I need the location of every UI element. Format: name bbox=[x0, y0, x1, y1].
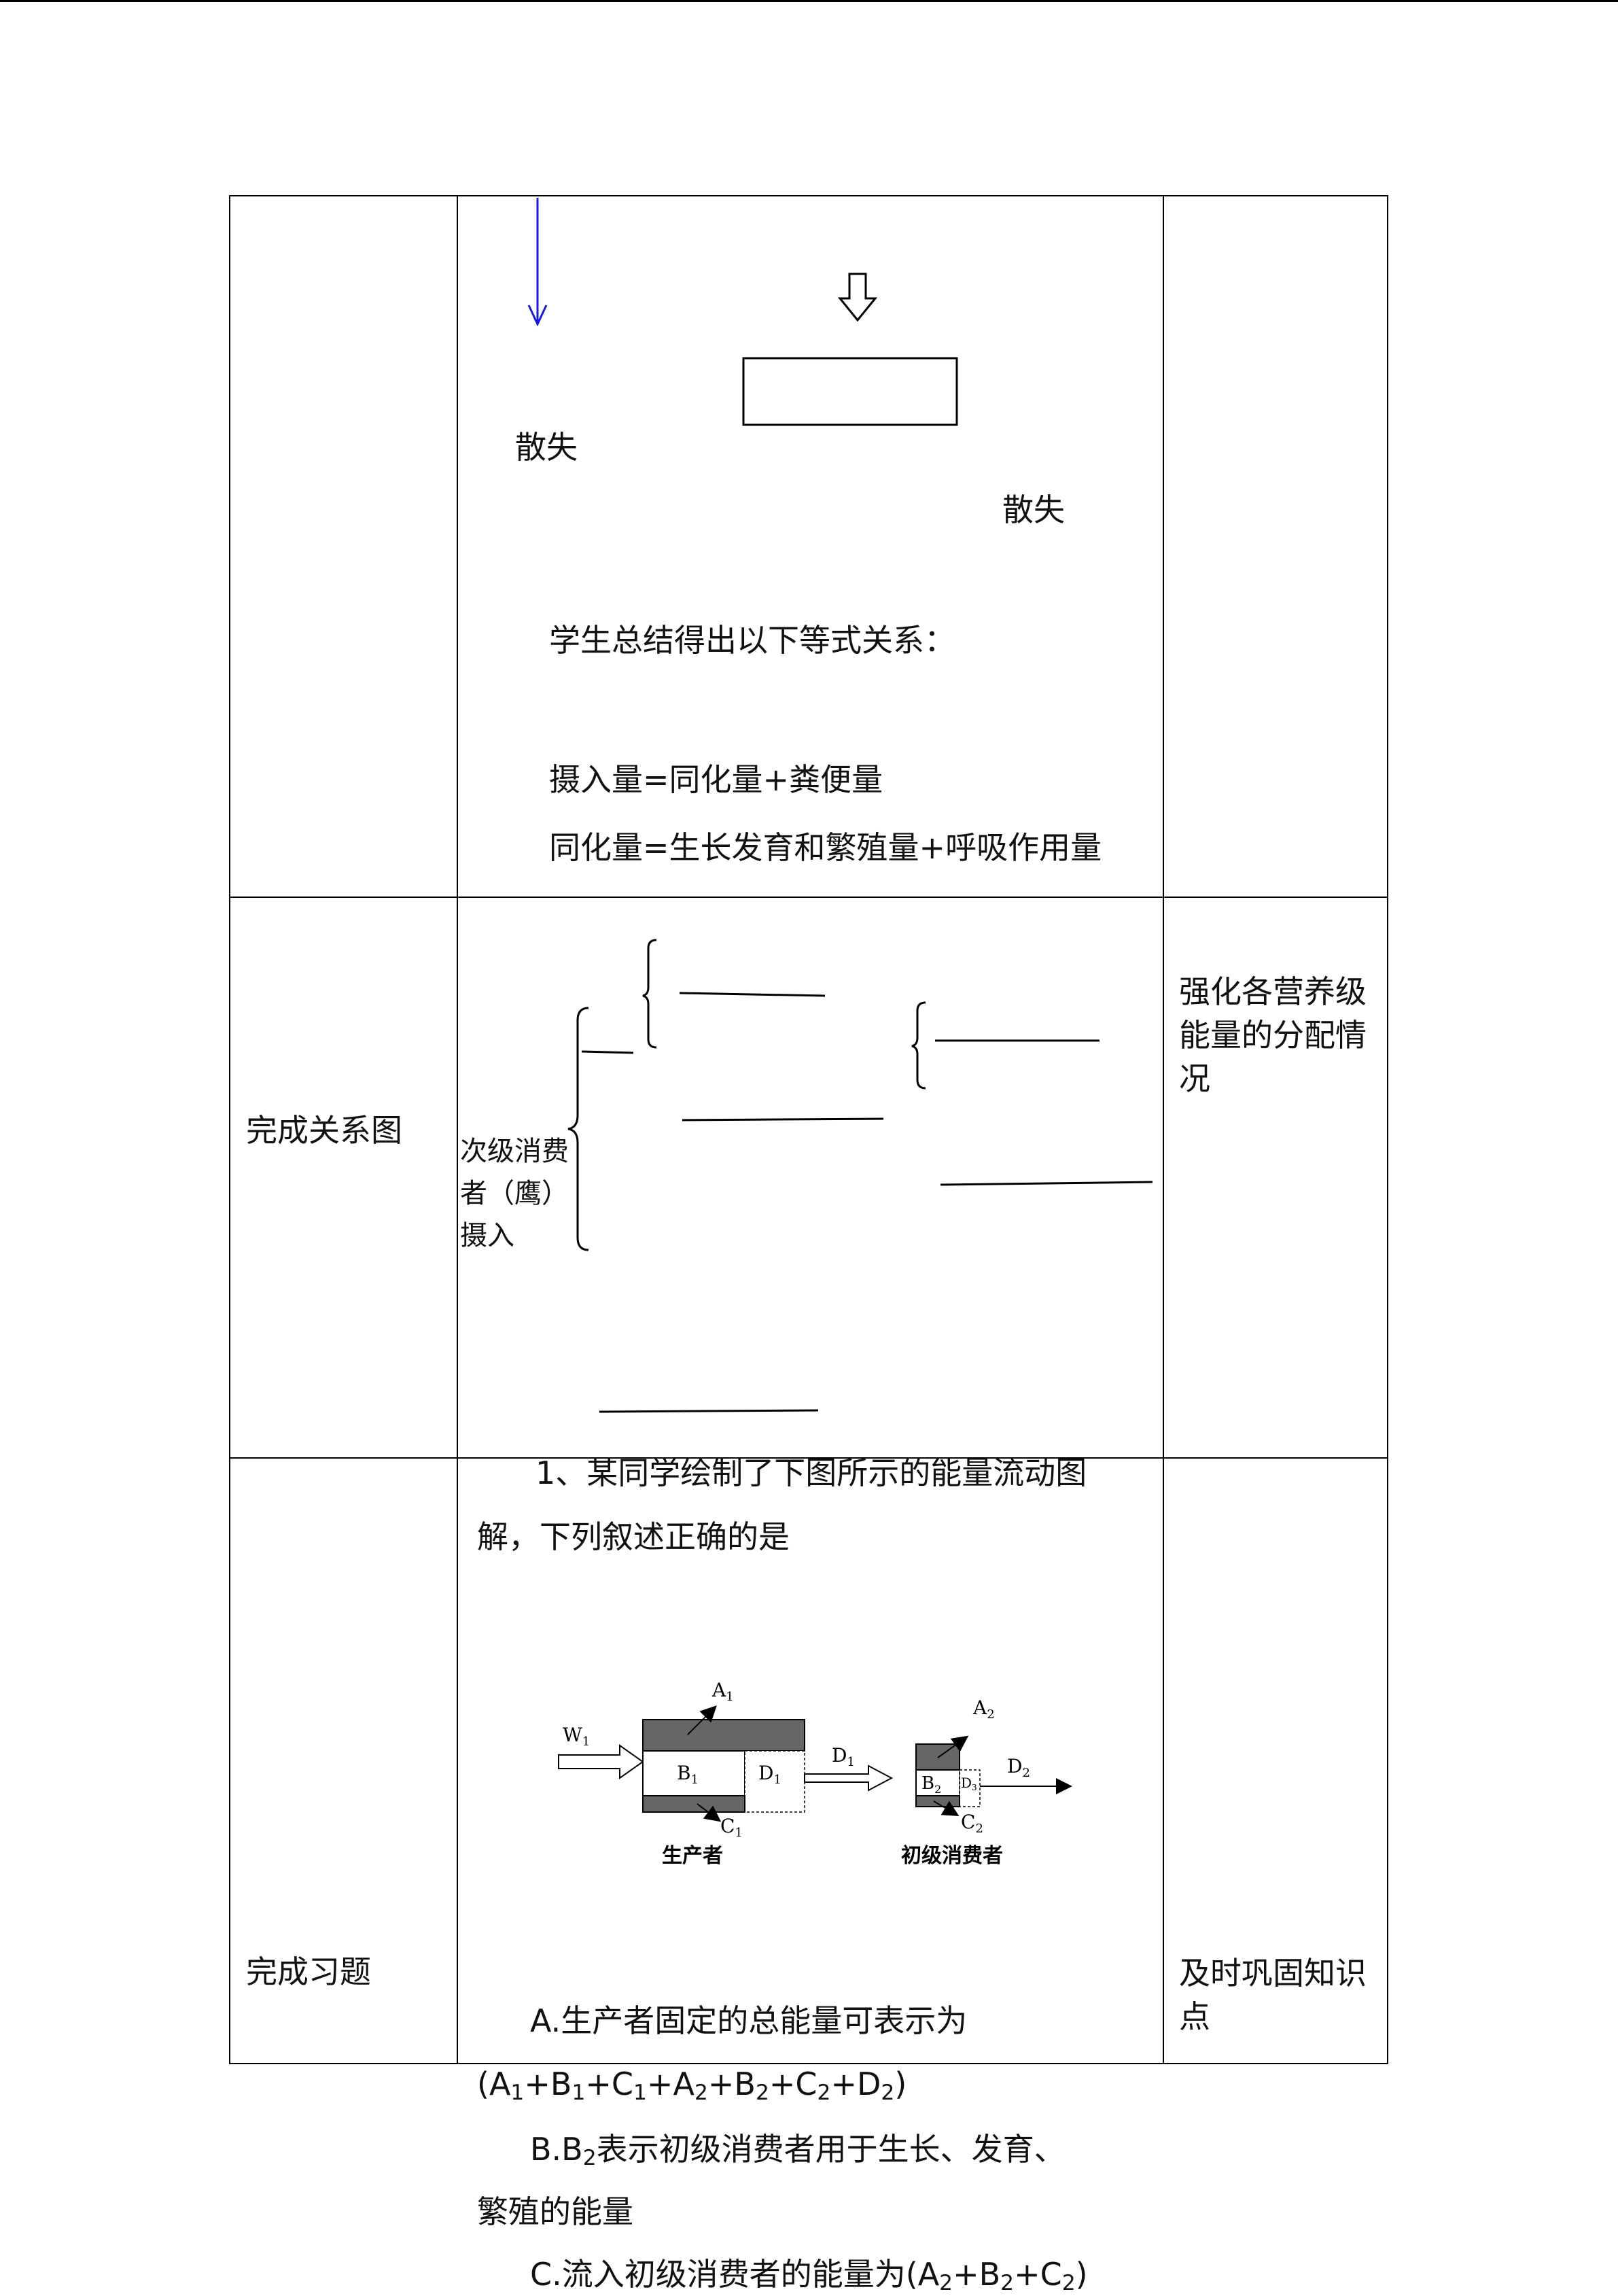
table-border-left bbox=[229, 195, 230, 2064]
energy-flow-figure: W1 B1 D1 A1 C1 生产者 D1 B2 D3 A2 C2 D2 初级消… bbox=[558, 1679, 1072, 1868]
blank-line-5 bbox=[940, 1181, 1153, 1186]
question-line-1: 1、某同学绘制了下图所示的能量流动图 bbox=[535, 1455, 1087, 1491]
small-brace-right bbox=[911, 1001, 926, 1090]
table-divider-2 bbox=[1163, 195, 1164, 2064]
option-b-line2: 繁殖的能量 bbox=[477, 2193, 633, 2230]
note-line-1: 强化各营养级 bbox=[1179, 973, 1367, 1010]
small-brace-top bbox=[642, 939, 657, 1049]
lost-label-right: 散失 bbox=[1002, 491, 1065, 528]
label-B2: B2 bbox=[921, 1773, 941, 1796]
C2-arrow bbox=[933, 1801, 960, 1817]
label-D3: D3 bbox=[961, 1775, 977, 1792]
note-line-3: 况 bbox=[1179, 1060, 1210, 1097]
row-divider-2 bbox=[229, 1457, 1388, 1459]
option-b: B.B2表示初级消费者用于生长、发育、 bbox=[530, 2131, 1066, 2170]
label-C2: C2 bbox=[961, 1811, 983, 1836]
option-a: A.生产者固定的总能量可表示为 bbox=[530, 2002, 968, 2039]
consumer-D3-block bbox=[959, 1769, 981, 1807]
question-line-2: 解，下列叙述正确的是 bbox=[477, 1518, 790, 1555]
blue-down-arrowhead bbox=[527, 305, 548, 327]
label-B1: B1 bbox=[677, 1762, 699, 1787]
consumer-label-line1: 次级消费 bbox=[460, 1136, 569, 1167]
blank-line-6 bbox=[599, 1409, 819, 1413]
hollow-down-arrow-icon bbox=[837, 273, 878, 322]
consumer-C2-block bbox=[915, 1795, 960, 1807]
blank-line-4 bbox=[682, 1117, 884, 1121]
label-C1: C1 bbox=[720, 1815, 743, 1840]
table-border-right bbox=[1387, 195, 1388, 2064]
empty-energy-box bbox=[742, 357, 958, 426]
lost-label-left: 散失 bbox=[515, 429, 578, 466]
producer-C1-block bbox=[642, 1795, 745, 1813]
label-W1: W1 bbox=[563, 1724, 590, 1749]
big-brace bbox=[567, 1007, 589, 1251]
row-divider-1 bbox=[229, 897, 1388, 898]
table-border-bottom bbox=[229, 2063, 1388, 2064]
consumer-label-line2: 者（鹰） bbox=[460, 1178, 569, 1209]
option-c: C.流入初级消费者的能量为(A2+B2+C2) bbox=[530, 2256, 1088, 2295]
producer-A1-block bbox=[642, 1719, 805, 1752]
label-primary-consumer: 初级消费者 bbox=[901, 1844, 1003, 1868]
summary-intro: 学生总结得出以下等式关系： bbox=[549, 622, 955, 659]
label-A1: A1 bbox=[711, 1679, 734, 1704]
label-A2: A2 bbox=[972, 1697, 995, 1722]
A1-arrow bbox=[687, 1705, 717, 1735]
blank-line-2 bbox=[679, 992, 826, 997]
note-line-consolidate-2: 点 bbox=[1179, 1998, 1210, 2035]
blank-line-1 bbox=[581, 1050, 634, 1054]
C1-arrow bbox=[697, 1803, 722, 1822]
table-border-top bbox=[229, 195, 1388, 196]
energy-flow-diagram bbox=[527, 198, 958, 426]
equation-assimilation: 同化量=生长发育和繁殖量+呼吸作用量 bbox=[549, 829, 1102, 866]
equation-intake: 摄入量=同化量+粪便量 bbox=[549, 761, 883, 798]
A2-arrow bbox=[937, 1735, 969, 1758]
label-D2: D2 bbox=[1007, 1755, 1030, 1780]
relationship-brace-diagram bbox=[567, 939, 1153, 1413]
option-a-continuation: (A1+B1+C1+A2+B2+C2+D2) bbox=[477, 2066, 907, 2105]
row-label-relationship: 完成关系图 bbox=[246, 1112, 402, 1149]
label-D1-arrow: D1 bbox=[832, 1744, 855, 1769]
label-D1-box: D1 bbox=[758, 1762, 781, 1787]
label-producer: 生产者 bbox=[662, 1844, 723, 1868]
w1-arrow-icon bbox=[558, 1744, 644, 1779]
row-label-exercise: 完成习题 bbox=[246, 1953, 371, 1990]
producer-D1-block bbox=[744, 1750, 805, 1813]
consumer-label-line3: 摄入 bbox=[460, 1220, 514, 1251]
page-top-border bbox=[0, 0, 1618, 2]
producer-B1-block bbox=[642, 1750, 745, 1796]
table-divider-1 bbox=[457, 195, 458, 2064]
note-line-consolidate-1: 及时巩固知识 bbox=[1179, 1955, 1367, 1991]
d1-arrow-icon bbox=[804, 1764, 894, 1792]
note-line-2: 能量的分配情 bbox=[1179, 1017, 1367, 1054]
